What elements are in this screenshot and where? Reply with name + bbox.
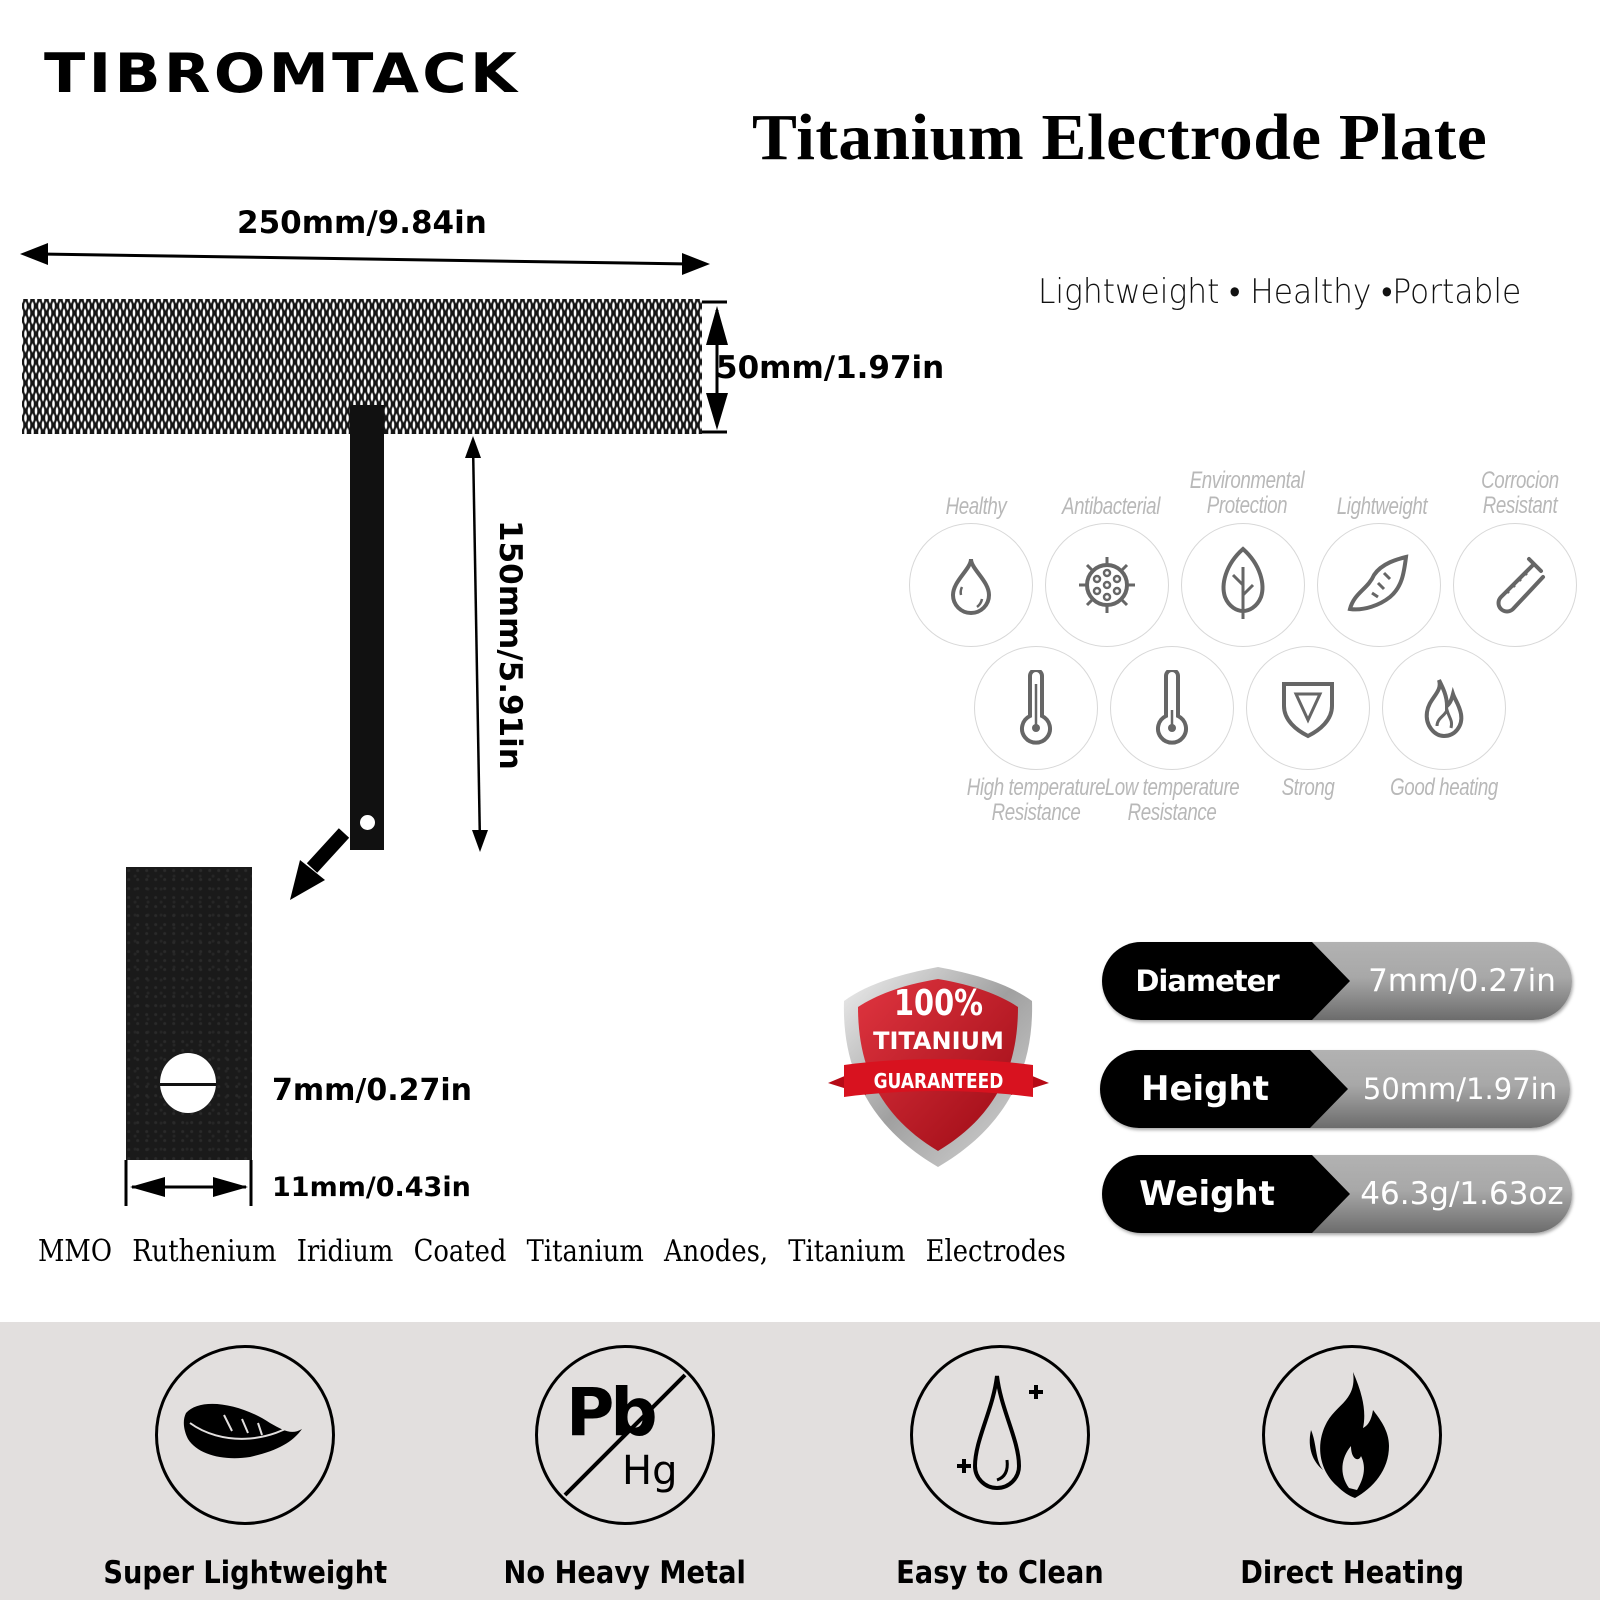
spec-value: 50mm/1.97in	[1310, 1050, 1570, 1128]
thermometer-icon	[1020, 670, 1052, 745]
feature-label: High temperature Resistance	[966, 774, 1106, 826]
spec-height: Height 50mm/1.97in	[1100, 1050, 1570, 1128]
water-drop-plus-icon	[957, 1375, 1043, 1490]
thermometer-icon	[1156, 670, 1188, 745]
page-title: Titanium Electrode Plate	[752, 101, 1488, 174]
feature-low-temperature	[1110, 646, 1234, 770]
spec-diameter: Diameter 7mm/0.27in	[1102, 942, 1572, 1020]
brand-logo: TIBROMTACK	[44, 42, 521, 105]
badge-material: TITANIUM	[873, 1027, 1004, 1055]
feature-corrosion-resistant	[1453, 523, 1577, 647]
feather-icon	[1347, 554, 1409, 612]
spec-value: 7mm/0.27in	[1312, 942, 1572, 1020]
strike-through-icon	[563, 1373, 687, 1497]
feature-high-temperature	[974, 646, 1098, 770]
product-subtitle: MMO Ruthenium Iridium Coated Titanium An…	[38, 1234, 1066, 1269]
tagline: Lightweight • Healthy •Portable	[1038, 272, 1522, 312]
feature-circle: Pb Hg	[535, 1345, 715, 1525]
feature-circle	[1262, 1345, 1442, 1525]
badge-ribbon: GUARANTEED	[873, 1069, 1004, 1093]
hole-diameter-label: 7mm/0.27in	[272, 1073, 473, 1108]
feature-label: Corrocion Resistant	[1481, 467, 1559, 519]
bottom-feature-label: No Heavy Metal	[503, 1555, 747, 1591]
leaf-icon	[1221, 546, 1265, 619]
water-drop-icon	[950, 558, 992, 615]
feature-strong	[1246, 646, 1370, 770]
feature-label: Good heating	[1390, 774, 1498, 801]
spec-weight: Weight 46.3g/1.63oz	[1102, 1155, 1572, 1233]
feature-label: Low temperature Resistance	[1104, 774, 1240, 826]
spec-label: Weight	[1102, 1155, 1350, 1233]
feature-label: Antibacterial	[1062, 493, 1160, 520]
height-dimension-label: 50mm/1.97in	[716, 350, 945, 386]
bottom-feature-direct-heating: Direct Heating	[1222, 1345, 1482, 1591]
titanium-guarantee-badge: 100% TITANIUM GUARANTEED	[826, 965, 1051, 1170]
tab-closeup	[126, 867, 252, 1160]
shield-icon	[1282, 682, 1334, 739]
flame-icon	[1309, 1372, 1389, 1498]
feature-good-heating	[1382, 646, 1506, 770]
badge-percent: 100%	[894, 983, 983, 1024]
feature-label: Strong	[1281, 774, 1335, 801]
feature-circle	[155, 1345, 335, 1525]
spec-label: Diameter	[1102, 942, 1350, 1020]
bottom-feature-super-lightweight: Super Lightweight	[103, 1345, 387, 1591]
test-tube-icon	[1496, 557, 1545, 614]
stem-hole	[360, 815, 375, 830]
bottom-feature-easy-to-clean: Easy to Clean	[870, 1345, 1130, 1591]
electrode-stem	[350, 405, 384, 850]
feature-label: Environmental Protection	[1189, 467, 1305, 519]
virus-icon	[1079, 557, 1135, 613]
mercury-symbol: Hg	[622, 1448, 678, 1494]
stem-length-label: 150mm/5.91in	[492, 520, 528, 770]
feature-lightweight	[1317, 523, 1441, 647]
lead-symbol: Pb	[566, 1374, 658, 1451]
spec-label: Height	[1100, 1050, 1348, 1128]
bottom-feature-no-heavy-metal: Pb Hg No Heavy Metal	[495, 1345, 755, 1591]
feather-icon	[183, 1403, 305, 1459]
feature-healthy	[909, 523, 1033, 647]
feature-label: Lightweight	[1336, 493, 1428, 520]
tab-width-label: 11mm/0.43in	[272, 1172, 471, 1203]
bottom-feature-label: Easy to Clean	[896, 1555, 1104, 1591]
bottom-feature-label: Direct Heating	[1240, 1555, 1464, 1591]
feature-antibacterial	[1045, 523, 1169, 647]
spec-value: 46.3g/1.63oz	[1312, 1155, 1572, 1233]
flame-icon	[1424, 679, 1464, 739]
bottom-feature-label: Super Lightweight	[103, 1555, 387, 1591]
feature-label: Healthy	[945, 493, 1007, 520]
hole-diameter-line	[160, 1083, 216, 1086]
feature-circle	[910, 1345, 1090, 1525]
shield-badge-icon	[828, 967, 1049, 1167]
feature-environmental-protection	[1181, 523, 1305, 647]
width-dimension-label: 250mm/9.84in	[237, 205, 487, 241]
